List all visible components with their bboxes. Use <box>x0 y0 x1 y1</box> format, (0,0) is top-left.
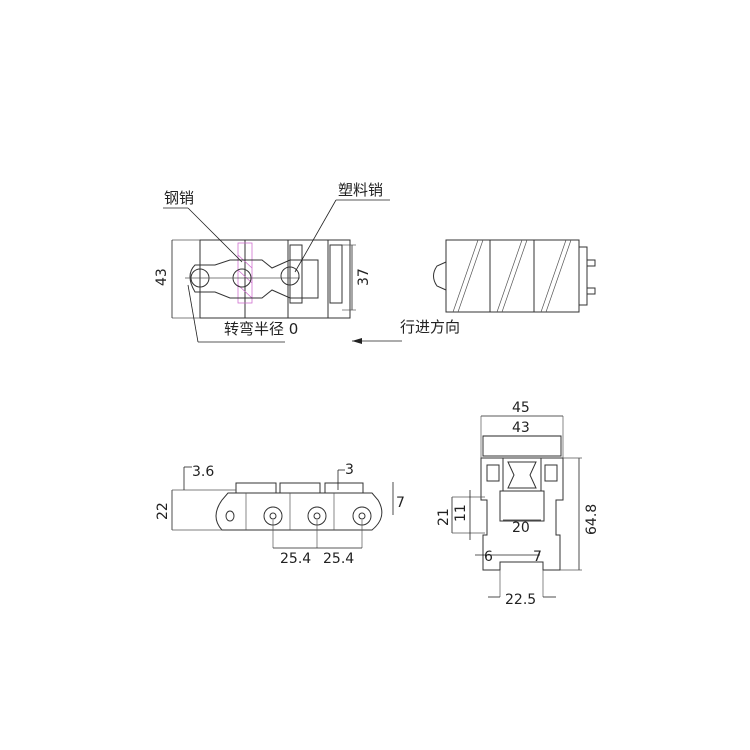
dim-37: 37 <box>356 268 372 286</box>
dim-3-6: 3.6 <box>192 464 214 480</box>
dim-7: 7 <box>396 495 405 511</box>
dim-45: 45 <box>512 400 530 416</box>
dim-20: 20 <box>512 520 530 536</box>
dim-43: 43 <box>154 268 170 286</box>
section-profile <box>480 457 564 571</box>
callout-steel-pin: 钢销 <box>164 189 194 207</box>
plastic-pin-hole <box>280 266 300 286</box>
plate-view <box>433 239 596 313</box>
dim-pitch-2: 25.4 <box>323 551 354 567</box>
link-body <box>189 259 319 299</box>
direction-indicator: 行进方向 <box>352 318 460 344</box>
dim-22-5: 22.5 <box>505 592 536 608</box>
side-link-body <box>215 492 383 531</box>
section-view: 45 43 64.8 21 11 20 6 7 22.5 <box>436 400 600 608</box>
dim-22: 22 <box>155 502 171 520</box>
steel-pin <box>237 242 253 304</box>
top-view: 43 37 钢销 塑料销 转弯半径 0 <box>154 181 390 343</box>
dim-7-section: 7 <box>533 549 542 565</box>
direction-label: 行进方向 <box>400 318 460 336</box>
chain-outline <box>199 239 351 319</box>
dim-21: 21 <box>436 508 452 526</box>
dim-6: 6 <box>484 549 493 565</box>
callout-plastic-pin: 塑料销 <box>338 181 383 199</box>
dim-3: 3 <box>345 462 354 478</box>
direction-arrow-icon <box>352 338 362 344</box>
dim-64-8: 64.8 <box>584 504 600 535</box>
dim-11: 11 <box>453 504 469 522</box>
dim-pitch-1: 25.4 <box>280 551 311 567</box>
side-view: 22 3.6 3 7 25.4 25.4 <box>155 462 405 567</box>
dim-43-section: 43 <box>512 420 530 436</box>
callout-turn-radius: 转弯半径 0 <box>224 320 298 338</box>
